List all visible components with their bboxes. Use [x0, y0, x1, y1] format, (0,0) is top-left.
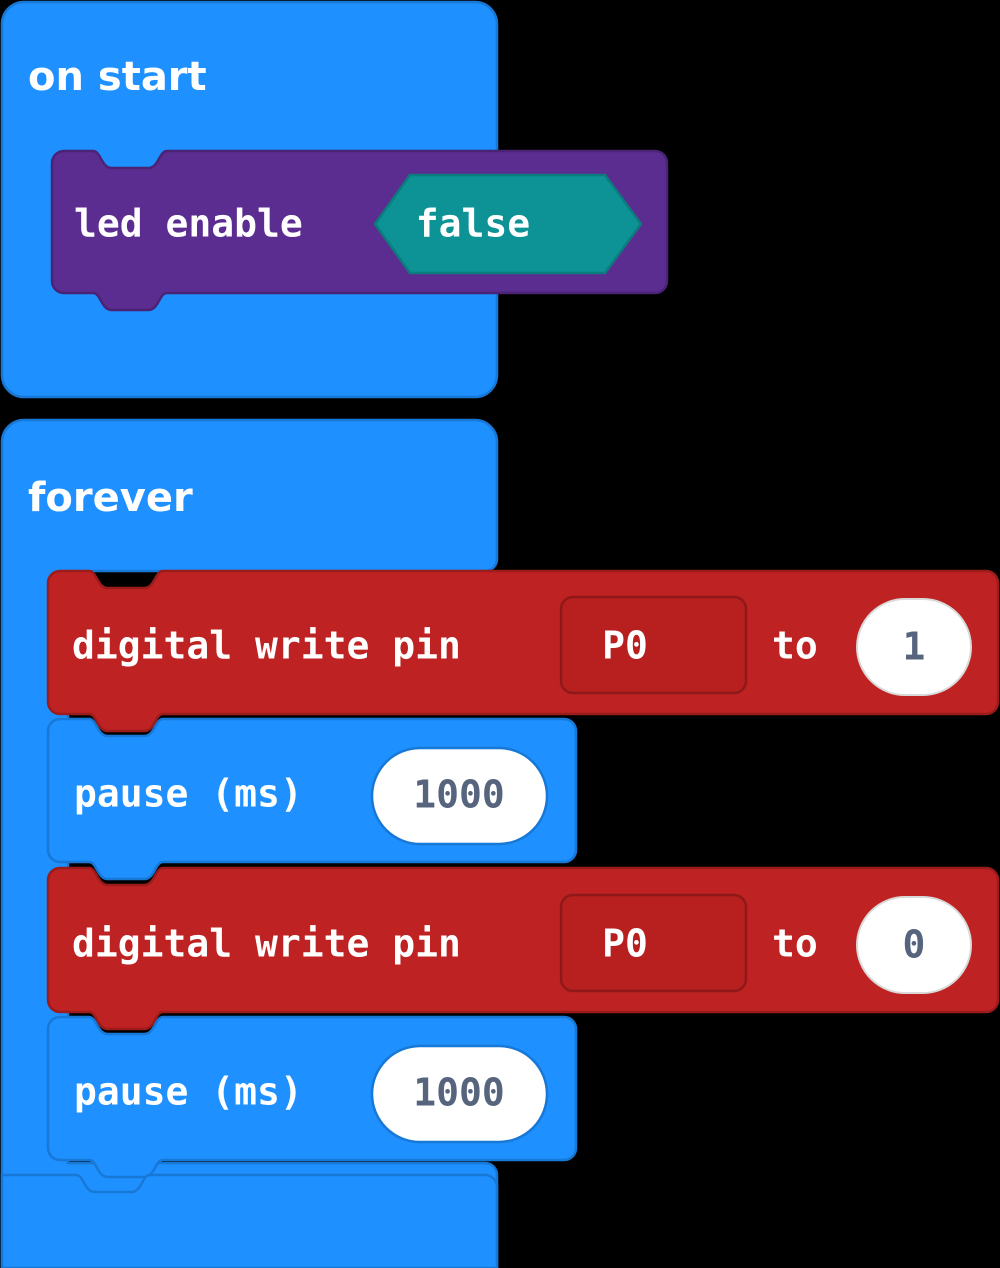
value-field-2-label: 0 — [903, 923, 926, 967]
pause-field-1[interactable]: 1000 — [370, 746, 549, 846]
digital-write-1-shape[interactable] — [46, 569, 1000, 733]
digital-write-2-to-label: to — [772, 922, 818, 966]
pin-dropdown-2-bg[interactable] — [559, 893, 748, 993]
pause-field-2-label: 1000 — [413, 1071, 505, 1115]
value-field-1[interactable]: 1 — [856, 598, 972, 696]
digital-write-2-shape[interactable] — [46, 866, 1000, 1031]
digital-write-block-2[interactable]: digital write pin P0 to 0 — [46, 866, 1000, 1031]
pause-block-1[interactable]: pause (ms) 1000 — [46, 717, 578, 881]
pin-dropdown-1[interactable]: P0 — [559, 595, 748, 695]
forever-label: forever — [28, 475, 193, 521]
value-field-2-bg[interactable] — [856, 896, 972, 994]
boolean-value-label: false — [416, 202, 530, 246]
pause-field-2-bg[interactable] — [370, 1044, 549, 1144]
led-enable-label: led enable — [74, 202, 303, 246]
pin-dropdown-2-label: P0 — [602, 922, 648, 966]
on-start-script[interactable]: on start led enable false — [0, 0, 669, 399]
on-start-label: on start — [28, 54, 207, 100]
led-enable-boolean[interactable]: false — [373, 173, 643, 275]
digital-write-1-label: digital write pin — [72, 624, 461, 668]
value-field-1-label: 1 — [903, 625, 926, 669]
pause-block-2[interactable]: pause (ms) 1000 — [46, 1015, 578, 1179]
value-field-1-bg[interactable] — [856, 598, 972, 696]
value-field-2[interactable]: 0 — [856, 896, 972, 994]
pause-field-1-bg[interactable] — [370, 746, 549, 846]
pin-dropdown-1-label: P0 — [602, 624, 648, 668]
digital-write-1-to-label: to — [772, 624, 818, 668]
pause-1-label: pause (ms) — [74, 772, 303, 816]
pin-dropdown-2[interactable]: P0 — [559, 893, 748, 993]
digital-write-2-label: digital write pin — [72, 922, 461, 966]
digital-write-block-1[interactable]: digital write pin P0 to 1 — [46, 569, 1000, 733]
forever-script[interactable]: forever digital write pin P0 to 1 — [0, 418, 1000, 1268]
pause-field-2[interactable]: 1000 — [370, 1044, 549, 1144]
pause-2-label: pause (ms) — [74, 1070, 303, 1114]
pause-field-1-label: 1000 — [413, 773, 505, 817]
boolean-hexagon-shape[interactable] — [373, 173, 643, 275]
forever-footer[interactable] — [0, 1173, 499, 1268]
pin-dropdown-1-bg[interactable] — [559, 595, 748, 695]
